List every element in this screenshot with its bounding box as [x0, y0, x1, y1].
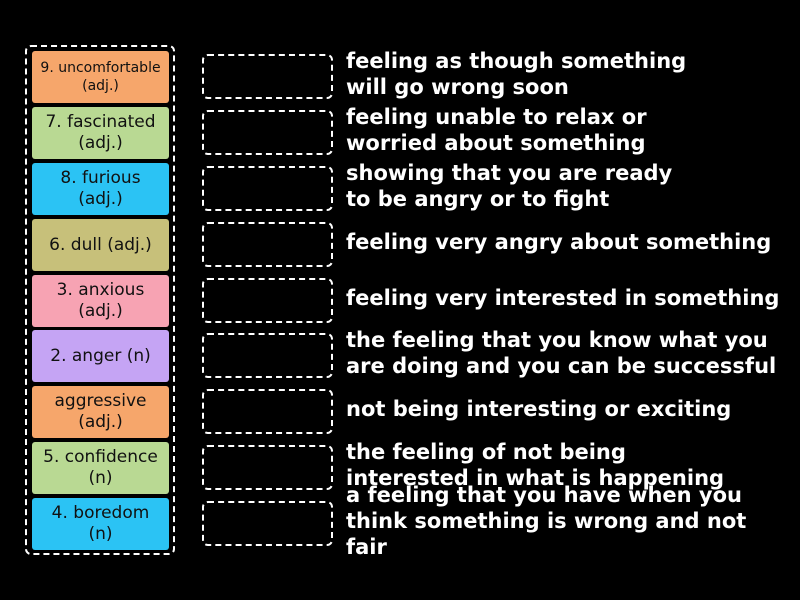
- word-tile-anxious[interactable]: 3. anxious (adj.): [32, 275, 169, 327]
- definition-2: feeling unable to relax or worried about…: [346, 105, 647, 155]
- answer-slot-8[interactable]: [202, 445, 333, 490]
- word-tile-uncomfortable[interactable]: 9. uncomfortable (adj.): [32, 51, 169, 103]
- answer-slot-3[interactable]: [202, 166, 333, 211]
- answer-slot-4[interactable]: [202, 222, 333, 267]
- answer-slot-5[interactable]: [202, 278, 333, 323]
- word-tile-fascinated[interactable]: 7. fascinated (adj.): [32, 107, 169, 159]
- word-tile-boredom[interactable]: 4. boredom (n): [32, 498, 169, 550]
- word-tile-anger[interactable]: 2. anger (n): [32, 330, 169, 382]
- word-tile-confidence[interactable]: 5. confidence (n): [32, 442, 169, 494]
- definition-8: the feeling of not being interested in w…: [346, 440, 725, 490]
- definition-5: feeling very interested in something: [346, 286, 780, 310]
- answer-slot-2[interactable]: [202, 110, 333, 155]
- word-tile-aggressive[interactable]: aggressive (adj.): [32, 386, 169, 438]
- answer-slot-6[interactable]: [202, 333, 333, 378]
- answer-slot-1[interactable]: [202, 54, 333, 99]
- definition-6: the feeling that you know what you are d…: [346, 328, 777, 378]
- definition-4: feeling very angry about something: [346, 230, 772, 254]
- word-tile-furious[interactable]: 8. furious (adj.): [32, 163, 169, 215]
- definition-3: showing that you are ready to be angry o…: [346, 161, 673, 211]
- word-bank: [25, 45, 175, 555]
- definition-7: not being interesting or exciting: [346, 397, 732, 421]
- answer-slot-7[interactable]: [202, 389, 333, 434]
- definition-9: a feeling that you have when you think s…: [346, 483, 747, 559]
- definition-1: feeling as though something will go wron…: [346, 49, 687, 99]
- word-tile-dull[interactable]: 6. dull (adj.): [32, 219, 169, 271]
- answer-slot-9[interactable]: [202, 501, 333, 546]
